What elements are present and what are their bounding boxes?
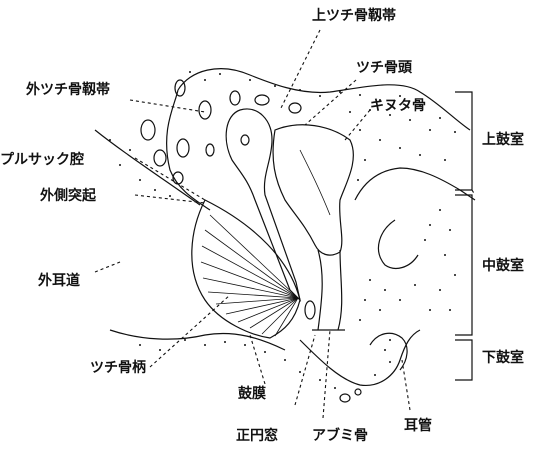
incus-shape	[273, 125, 353, 255]
label-external-auditory-canal: 外耳道	[38, 272, 80, 289]
label-superior-malleolar-ligament: 上ツチ骨靱帯	[312, 7, 396, 24]
bone-outline-top	[178, 69, 470, 130]
label-hypotympanum: 下鼓室	[482, 349, 524, 366]
canal-wall-upper	[95, 130, 200, 205]
incus-inner	[300, 150, 330, 215]
label-tympanic-membrane: 鼓膜	[238, 385, 266, 402]
label-epitympanum: 上鼓室	[482, 131, 524, 148]
promontory-curve	[378, 220, 418, 268]
label-incus: キヌタ骨	[370, 97, 426, 114]
label-malleus-head: ツチ骨頭	[356, 59, 413, 76]
stapes-shape	[312, 250, 345, 330]
label-eustachian-tube: 耳管	[404, 417, 432, 434]
label-stapes: アブミ骨	[312, 427, 368, 444]
tympanic-membrane-shape	[192, 200, 300, 338]
canal-wall-lower	[110, 330, 285, 350]
region-brackets	[455, 92, 475, 380]
malleus-shape	[226, 109, 300, 300]
label-round-window: 正円窓	[236, 427, 278, 444]
membrane-radial-fibers	[201, 215, 298, 336]
label-mesotympanum: 中鼓室	[482, 257, 524, 274]
label-malleus-handle: ツチ骨柄	[90, 359, 146, 376]
label-lateral-malleolar-ligament: 外ツチ骨靱帯	[26, 81, 110, 98]
label-lateral-process: 外側突起	[40, 187, 97, 204]
label-prussak-space: プルサック腔	[0, 151, 84, 168]
eustachian-opening	[370, 333, 407, 370]
